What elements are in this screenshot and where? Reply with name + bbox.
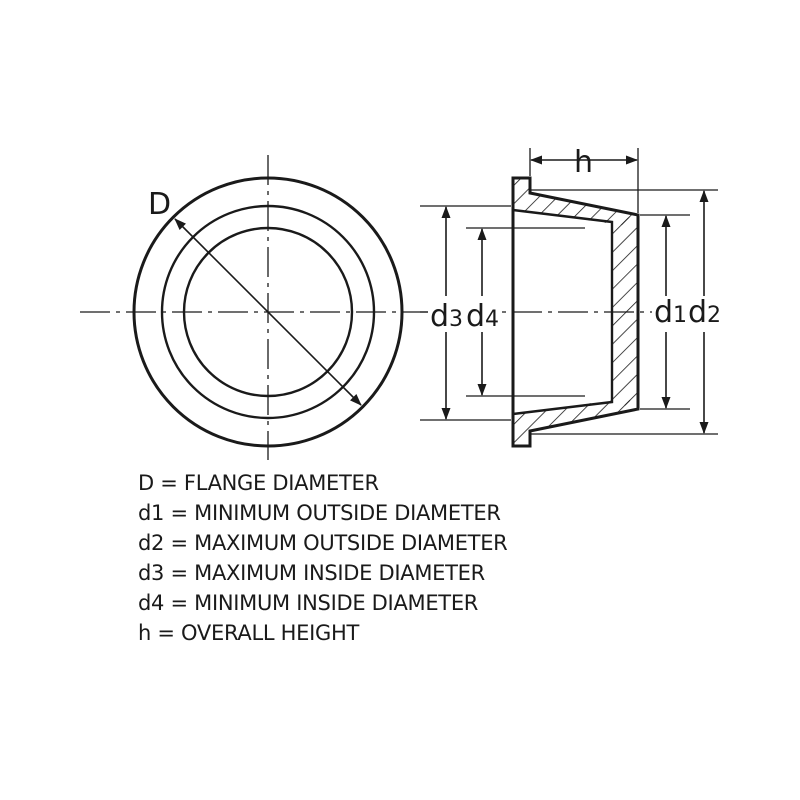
label-d4: d4	[466, 299, 499, 334]
label-h: h	[574, 145, 593, 180]
diameter-D-arrow	[174, 218, 362, 406]
front-view: D	[80, 155, 440, 460]
side-view: h d3 d4 d1 d2	[420, 145, 722, 448]
end-wall-section	[612, 215, 638, 409]
inner-profile	[512, 208, 614, 416]
label-D: D	[148, 187, 171, 222]
legend-item-max-outside-diameter: d2 = MAXIMUM OUTSIDE DIAMETER	[138, 531, 508, 555]
label-d3: d3	[430, 299, 463, 334]
dimension-legend: D = FLANGE DIAMETER d1 = MINIMUM OUTSIDE…	[138, 468, 508, 648]
label-d2: d2	[688, 295, 721, 330]
legend-item-min-inside-diameter: d4 = MINIMUM INSIDE DIAMETER	[138, 591, 479, 615]
legend-item-min-outside-diameter: d1 = MINIMUM OUTSIDE DIAMETER	[138, 501, 501, 525]
outer-profile	[511, 176, 640, 448]
technical-drawing: D h	[80, 145, 722, 460]
flange-outer-circle	[132, 176, 404, 448]
label-d1: d1	[654, 295, 687, 330]
middle-circle	[160, 204, 376, 420]
legend-item-max-inside-diameter: d3 = MAXIMUM INSIDE DIAMETER	[138, 561, 485, 585]
legend-item-overall-height: h = OVERALL HEIGHT	[138, 621, 359, 645]
legend-item-flange-diameter: D = FLANGE DIAMETER	[138, 471, 379, 495]
